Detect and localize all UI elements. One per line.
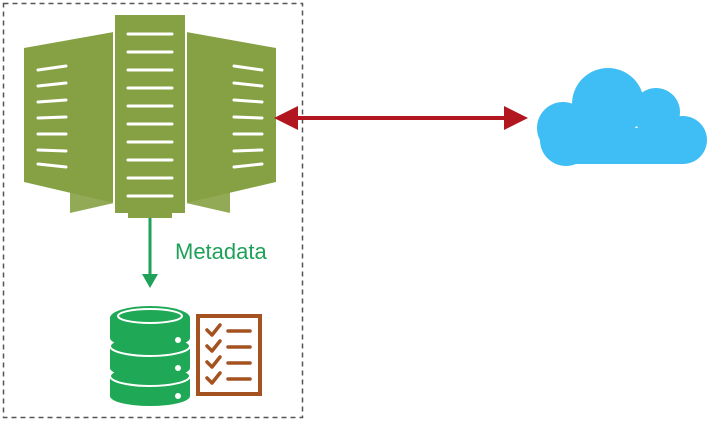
cloud-icon (537, 68, 707, 166)
checklist-icon (196, 314, 262, 396)
server-center-tower (113, 13, 187, 215)
server-right-side (186, 32, 230, 213)
server-right-slots (232, 64, 264, 169)
metadata-arrow (142, 218, 158, 288)
metadata-label: Metadata (175, 239, 267, 264)
sync-arrow (274, 106, 528, 130)
on-premises-boundary (2, 2, 304, 419)
database-icon (109, 306, 191, 406)
server-rack-icon (24, 13, 276, 218)
server-center-slots (126, 32, 174, 198)
server-left-slots (36, 64, 68, 169)
server-left-side (70, 32, 114, 213)
server-center-base (128, 212, 172, 218)
